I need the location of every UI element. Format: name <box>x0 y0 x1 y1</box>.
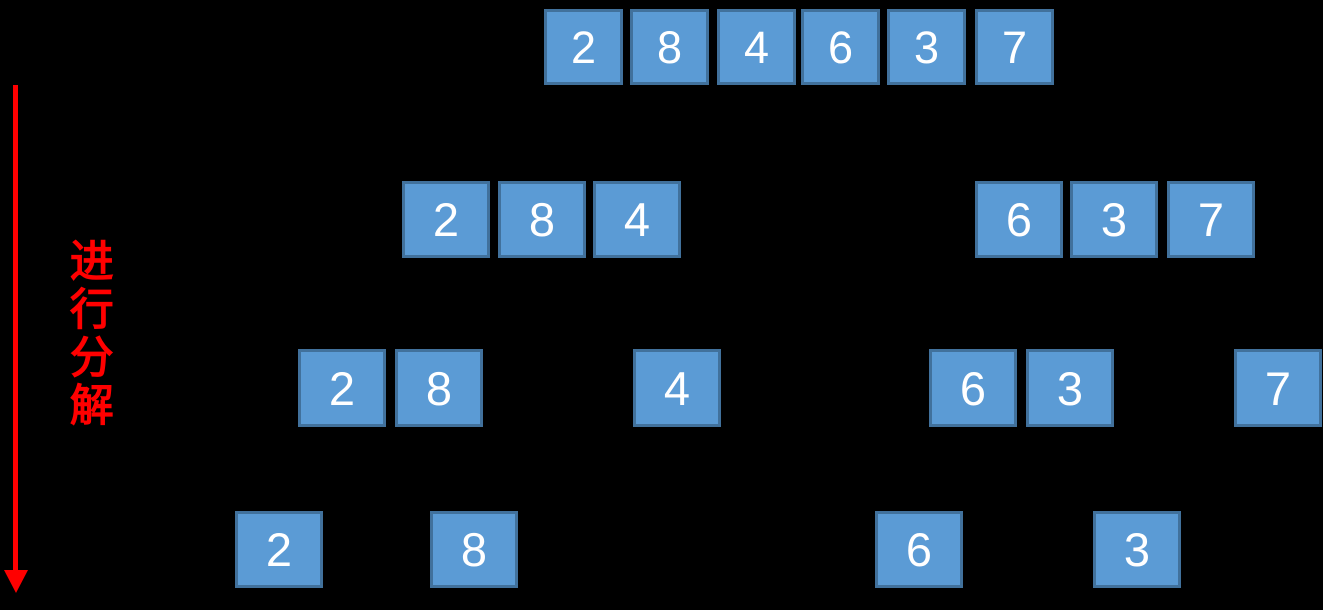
number-box: 7 <box>1234 349 1322 427</box>
number-box: 2 <box>544 9 623 85</box>
number-box: 6 <box>801 9 880 85</box>
number-box: 4 <box>717 9 796 85</box>
number-box: 3 <box>887 9 966 85</box>
number-box: 7 <box>1167 181 1255 258</box>
number-box: 2 <box>235 511 323 588</box>
number-box: 4 <box>633 349 721 427</box>
number-box: 8 <box>430 511 518 588</box>
number-box: 2 <box>298 349 386 427</box>
number-box: 6 <box>875 511 963 588</box>
number-box: 3 <box>1093 511 1181 588</box>
number-box: 2 <box>402 181 490 258</box>
number-box: 8 <box>395 349 483 427</box>
number-box: 3 <box>1070 181 1158 258</box>
number-box: 6 <box>975 181 1063 258</box>
decompose-annotation-label: 进行分解 <box>62 238 112 430</box>
number-box: 8 <box>630 9 709 85</box>
down-arrow-shaft <box>13 85 18 571</box>
down-arrow-head-icon <box>4 570 28 593</box>
number-box: 4 <box>593 181 681 258</box>
number-box: 7 <box>975 9 1054 85</box>
number-box: 6 <box>929 349 1017 427</box>
number-box: 8 <box>498 181 586 258</box>
number-box: 3 <box>1026 349 1114 427</box>
